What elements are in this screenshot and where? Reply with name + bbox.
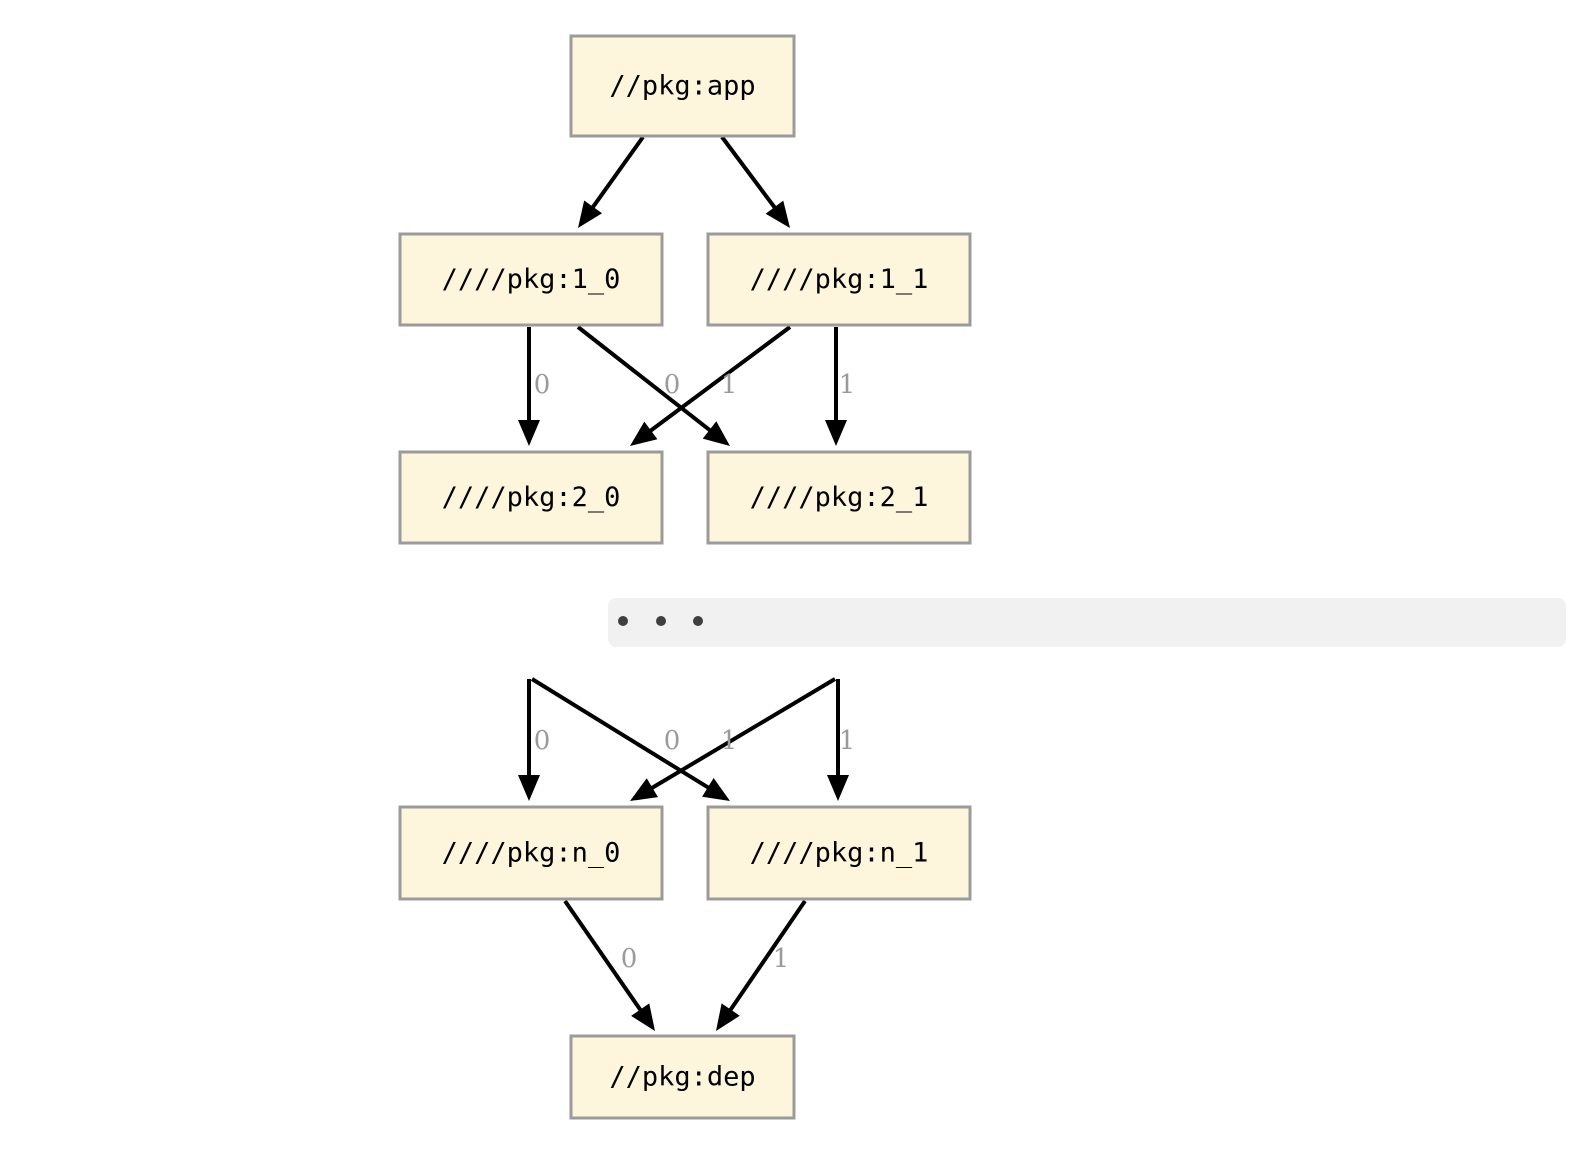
edge-hidden2-to-n_1: 1 [827,679,855,801]
edge-1_0-to-2_0: 0 [518,327,550,446]
edge-arrowhead [630,778,658,801]
node-label: ////pkg:n_0 [442,838,621,869]
ellipsis-band-rect [608,598,1566,647]
edge-1_1-to-2_0: 1 [630,325,792,446]
edge-label: 1 [721,726,738,756]
node-label: ////pkg:2_0 [442,482,621,513]
edge-line [530,677,713,792]
edge-arrowhead [827,775,849,801]
edge-arrowhead [631,1003,655,1031]
edge-1_0-to-2_1: 0 [576,325,730,446]
edge-label: 0 [664,370,681,400]
edge-line [576,325,714,435]
edges-layer: 0 0 1 1 0 0 1 1 0 1 [518,135,855,1031]
edge-label: 0 [534,726,551,756]
edge-label: 0 [621,944,638,974]
edge-line [646,325,792,435]
node-n2_0[interactable]: ////pkg:2_0 [398,450,664,545]
edge-line [726,899,807,1014]
nodes-layer: //pkg:app ////pkg:1_0 ////pkg:1_1 ////pkg:2… [398,34,972,1120]
edge-label: 1 [721,370,738,400]
edge-label: 1 [839,370,856,400]
edge-line [589,135,645,212]
node-nn_1[interactable]: ////pkg:n_1 [706,805,972,901]
edge-hidden-to-n_1: 0 [530,677,730,801]
node-label: ////pkg:2_1 [750,482,929,513]
node-label: ////pkg:1_0 [442,264,621,295]
edge-line [647,677,837,792]
node-box[interactable] [569,1034,796,1120]
edge-hidden-to-n_0: 0 [518,679,550,801]
node-label: //pkg:app [609,71,755,102]
node-label: ////pkg:n_1 [750,838,929,869]
node-box[interactable] [706,450,972,545]
edge-label: 0 [664,726,681,756]
edge-arrowhead [825,420,847,446]
node-n2_1[interactable]: ////pkg:2_1 [706,450,972,545]
edge-arrowhead [518,775,540,801]
ellipsis-dot [693,616,703,626]
edge-n_0-to-dep: 0 [563,899,655,1031]
edge-1_1-to-2_1: 1 [825,327,855,446]
edge-arrowhead [578,200,603,228]
node-n1_0[interactable]: ////pkg:1_0 [398,232,664,327]
edge-arrowhead [702,777,730,801]
ellipsis-dot [618,616,628,626]
node-box[interactable] [398,805,664,901]
node-n1_1[interactable]: ////pkg:1_1 [706,232,972,327]
edge-line [563,899,645,1015]
edge-arrowhead [702,421,730,446]
ellipsis-dot [656,616,666,626]
node-box[interactable] [398,232,664,327]
ellipsis-band-layer [608,598,1566,647]
edge-app-to-1_0 [578,135,645,228]
node-box[interactable] [398,450,664,545]
edge-arrowhead [765,200,790,228]
edge-hidden2-to-n_0: 1 [630,677,837,801]
node-box[interactable] [569,34,796,138]
edge-arrowhead [518,420,540,446]
edge-n_1-to-dep: 1 [716,899,807,1031]
node-app[interactable]: //pkg:app [569,34,796,138]
truncation-band [608,598,1566,647]
edge-app-to-1_1 [720,135,790,228]
node-box[interactable] [706,232,972,327]
node-nn_0[interactable]: ////pkg:n_0 [398,805,664,901]
edge-line [720,135,779,212]
edge-label: 0 [534,370,551,400]
node-box[interactable] [706,805,972,901]
node-label: ////pkg:1_1 [750,264,929,295]
edge-arrowhead [630,421,658,446]
edge-label: 1 [773,944,790,974]
edge-label: 1 [839,726,856,756]
edge-arrowhead [716,1003,740,1031]
node-dep[interactable]: //pkg:dep [569,1034,796,1120]
node-label: //pkg:dep [609,1062,755,1093]
